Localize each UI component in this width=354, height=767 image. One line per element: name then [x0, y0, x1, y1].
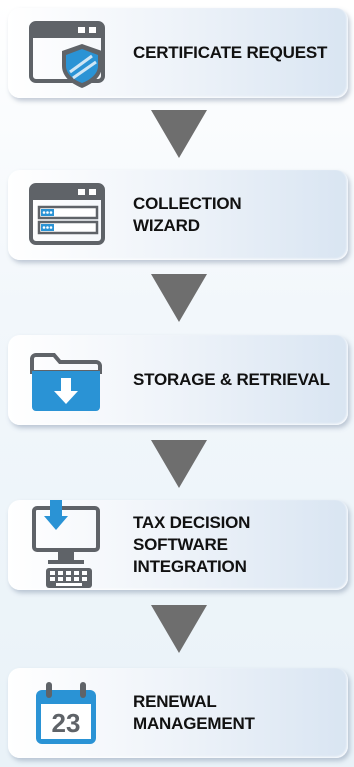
step-collection-wizard: COLLECTION WIZARD	[8, 170, 348, 260]
computer-keyboard-icon	[32, 500, 100, 588]
down-arrow-icon	[151, 605, 207, 653]
step-label: CERTIFICATE REQUEST	[133, 42, 328, 62]
step-label: TAX DECISION SOFTWARE INTEGRATION	[133, 512, 251, 577]
step-label: RENEWAL MANAGEMENT	[133, 691, 255, 733]
step-renewal-management: 23 RENEWAL MANAGEMENT	[8, 668, 348, 758]
step-label: COLLECTION WIZARD	[133, 193, 242, 235]
step-storage-retrieval: STORAGE & RETRIEVAL	[8, 335, 348, 425]
down-arrow-icon	[151, 274, 207, 322]
calendar-icon: 23	[36, 682, 96, 744]
down-arrow-icon	[151, 440, 207, 488]
browser-shield-icon	[29, 21, 105, 88]
down-arrow-icon	[151, 110, 207, 158]
step-tax-decision-integration: TAX DECISION SOFTWARE INTEGRATION	[8, 500, 348, 590]
calendar-day-number: 23	[52, 708, 81, 738]
folder-download-icon	[30, 353, 102, 411]
step-certificate-request: CERTIFICATE REQUEST	[8, 8, 348, 98]
step-label: STORAGE & RETRIEVAL	[133, 369, 330, 389]
browser-form-icon	[29, 183, 105, 245]
